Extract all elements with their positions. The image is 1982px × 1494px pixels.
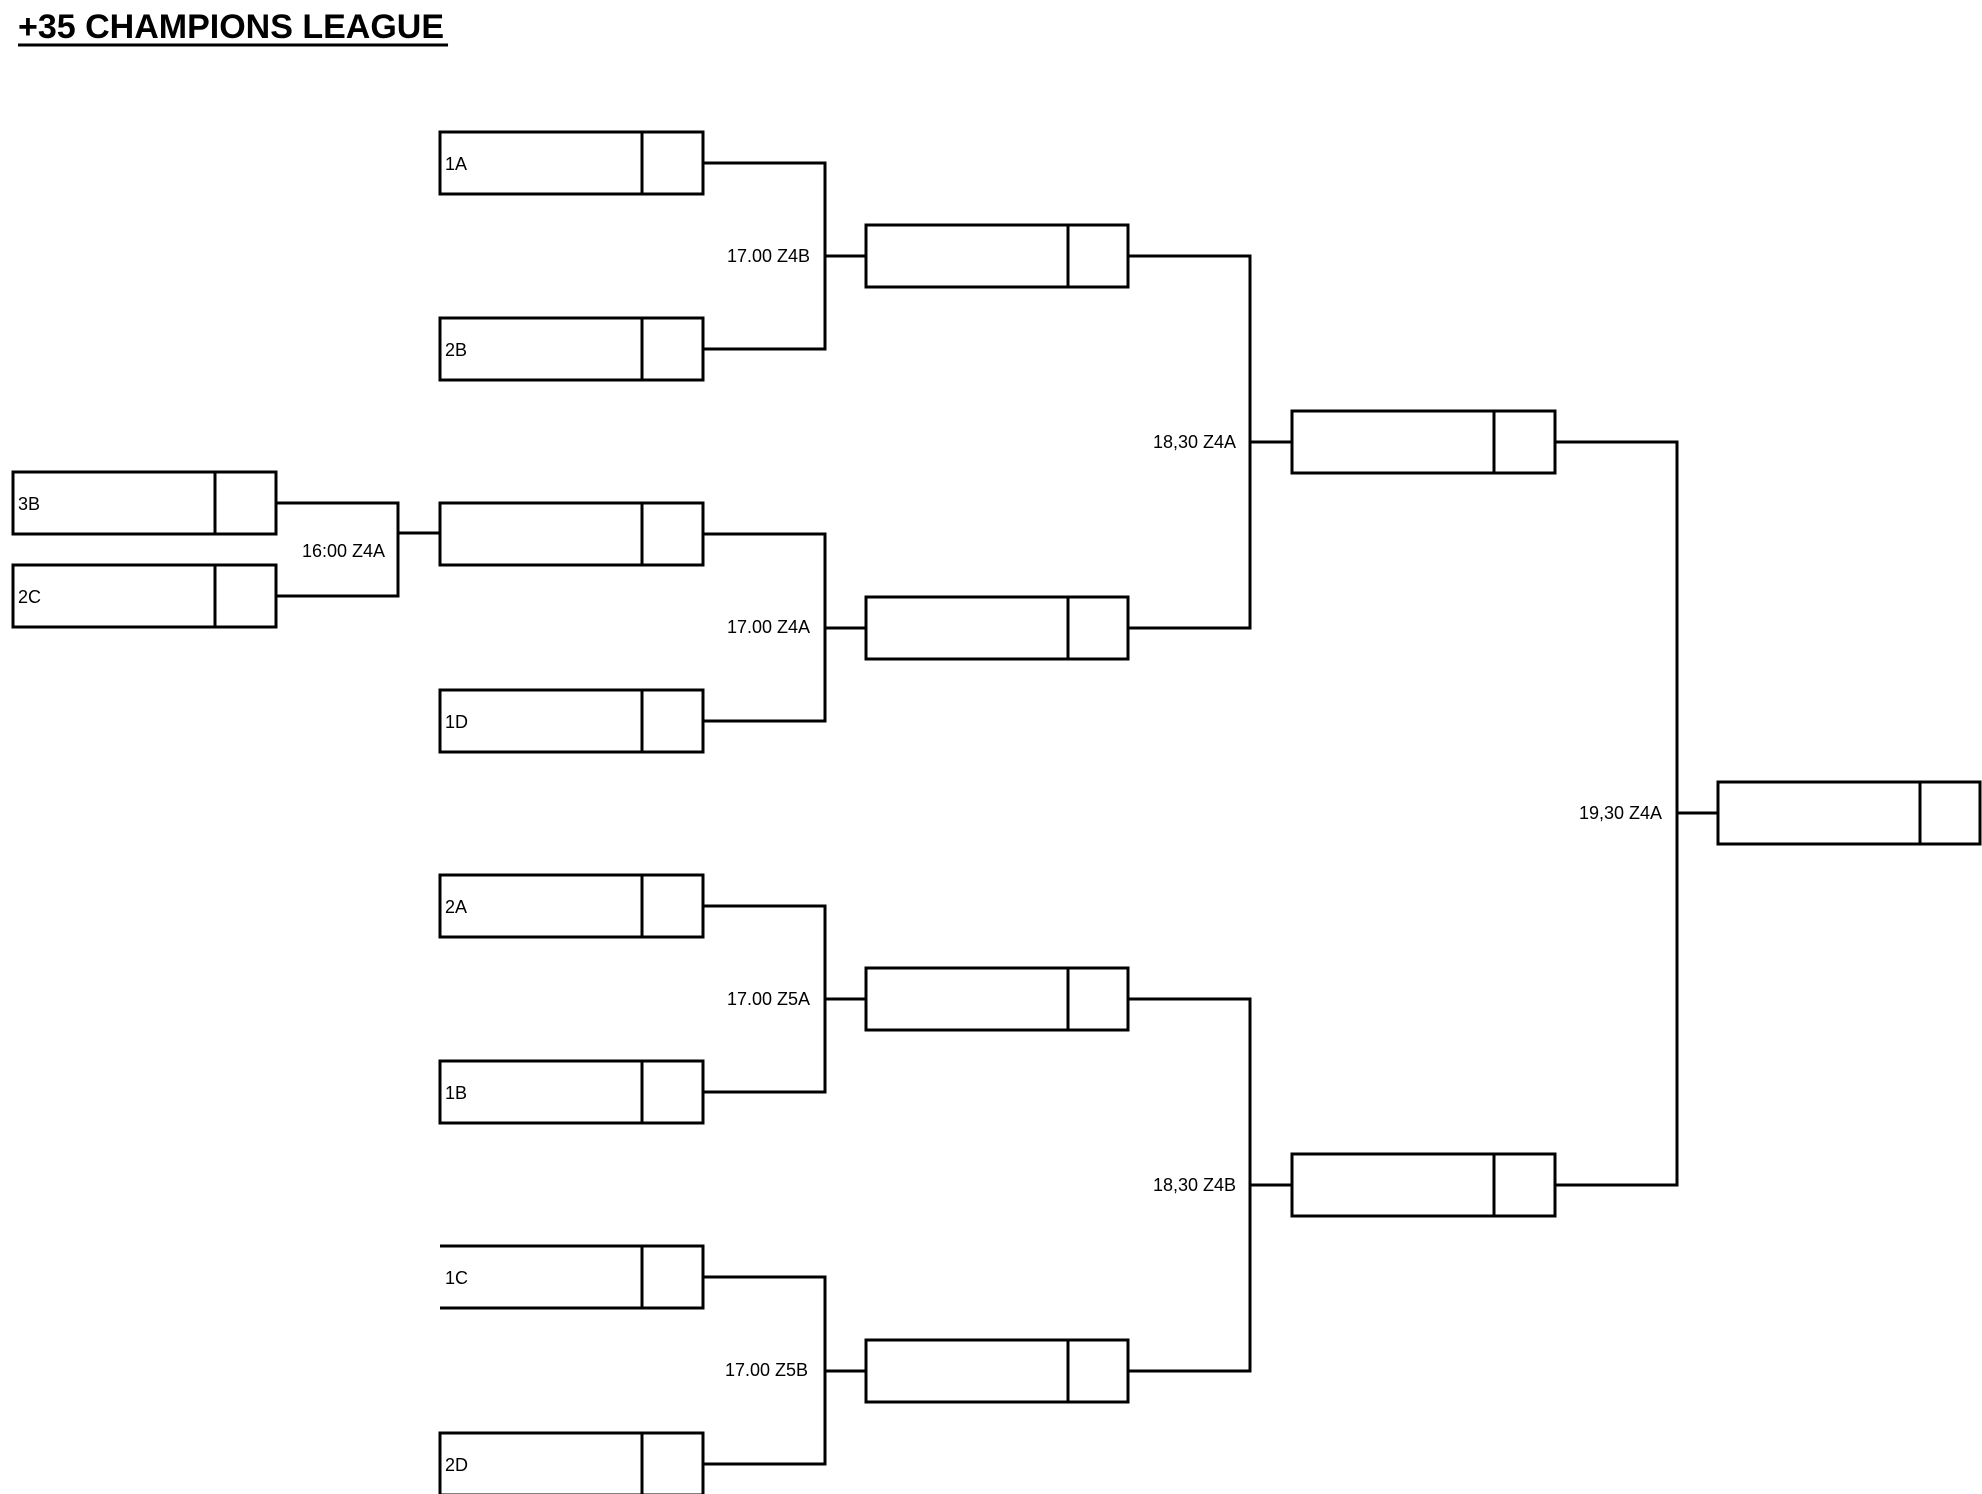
match-label-qf2: 17.00 Z4A <box>727 617 810 637</box>
slot-label: 2D <box>445 1455 468 1475</box>
slot-1d[interactable]: 1D <box>438 688 705 754</box>
slot-label: 3B <box>18 494 40 514</box>
slot-1a[interactable]: 1A <box>438 130 705 196</box>
slot-label: 1B <box>445 1083 467 1103</box>
page-title: +35 CHAMPIONS LEAGUE <box>18 8 444 46</box>
slot-champion[interactable] <box>1716 780 1982 846</box>
slot-playoff-winner[interactable] <box>438 501 705 567</box>
connector-playoff <box>276 501 400 598</box>
bracket-connectors <box>276 161 1718 1466</box>
match-label-sf1: 18,30 Z4A <box>1153 432 1236 452</box>
match-label-playoff: 16:00 Z4A <box>302 541 385 561</box>
slot-1c[interactable]: 1C <box>440 1244 705 1310</box>
slot-qf3-winner[interactable] <box>864 966 1130 1032</box>
match-label-sf2: 18,30 Z4B <box>1153 1175 1236 1195</box>
match-label-qf3: 17.00 Z5A <box>727 989 810 1009</box>
slot-qf2-winner[interactable] <box>864 595 1130 661</box>
slot-sf2-winner[interactable] <box>1290 1152 1557 1218</box>
slot-label: 2A <box>445 897 467 917</box>
slot-2a[interactable]: 2A <box>438 873 705 939</box>
slot-label: 2B <box>445 340 467 360</box>
match-label-final: 19,30 Z4A <box>1579 803 1662 823</box>
match-label-qf4: 17.00 Z5B <box>725 1360 808 1380</box>
slot-3b[interactable]: 3B <box>11 470 278 536</box>
slot-label: 2C <box>18 587 41 607</box>
slot-label: 1C <box>445 1268 468 1288</box>
slot-qf1-winner[interactable] <box>864 223 1130 289</box>
slot-sf1-winner[interactable] <box>1290 409 1557 475</box>
slot-qf4-winner[interactable] <box>864 1338 1130 1404</box>
slot-2c[interactable]: 2C <box>11 563 278 629</box>
match-label-qf1: 17.00 Z4B <box>727 246 810 266</box>
slot-label: 1D <box>445 712 468 732</box>
slot-1b[interactable]: 1B <box>438 1059 705 1125</box>
slot-2b[interactable]: 2B <box>438 316 705 382</box>
slot-label: 1A <box>445 154 467 174</box>
slot-2d[interactable]: 2D <box>438 1431 705 1494</box>
